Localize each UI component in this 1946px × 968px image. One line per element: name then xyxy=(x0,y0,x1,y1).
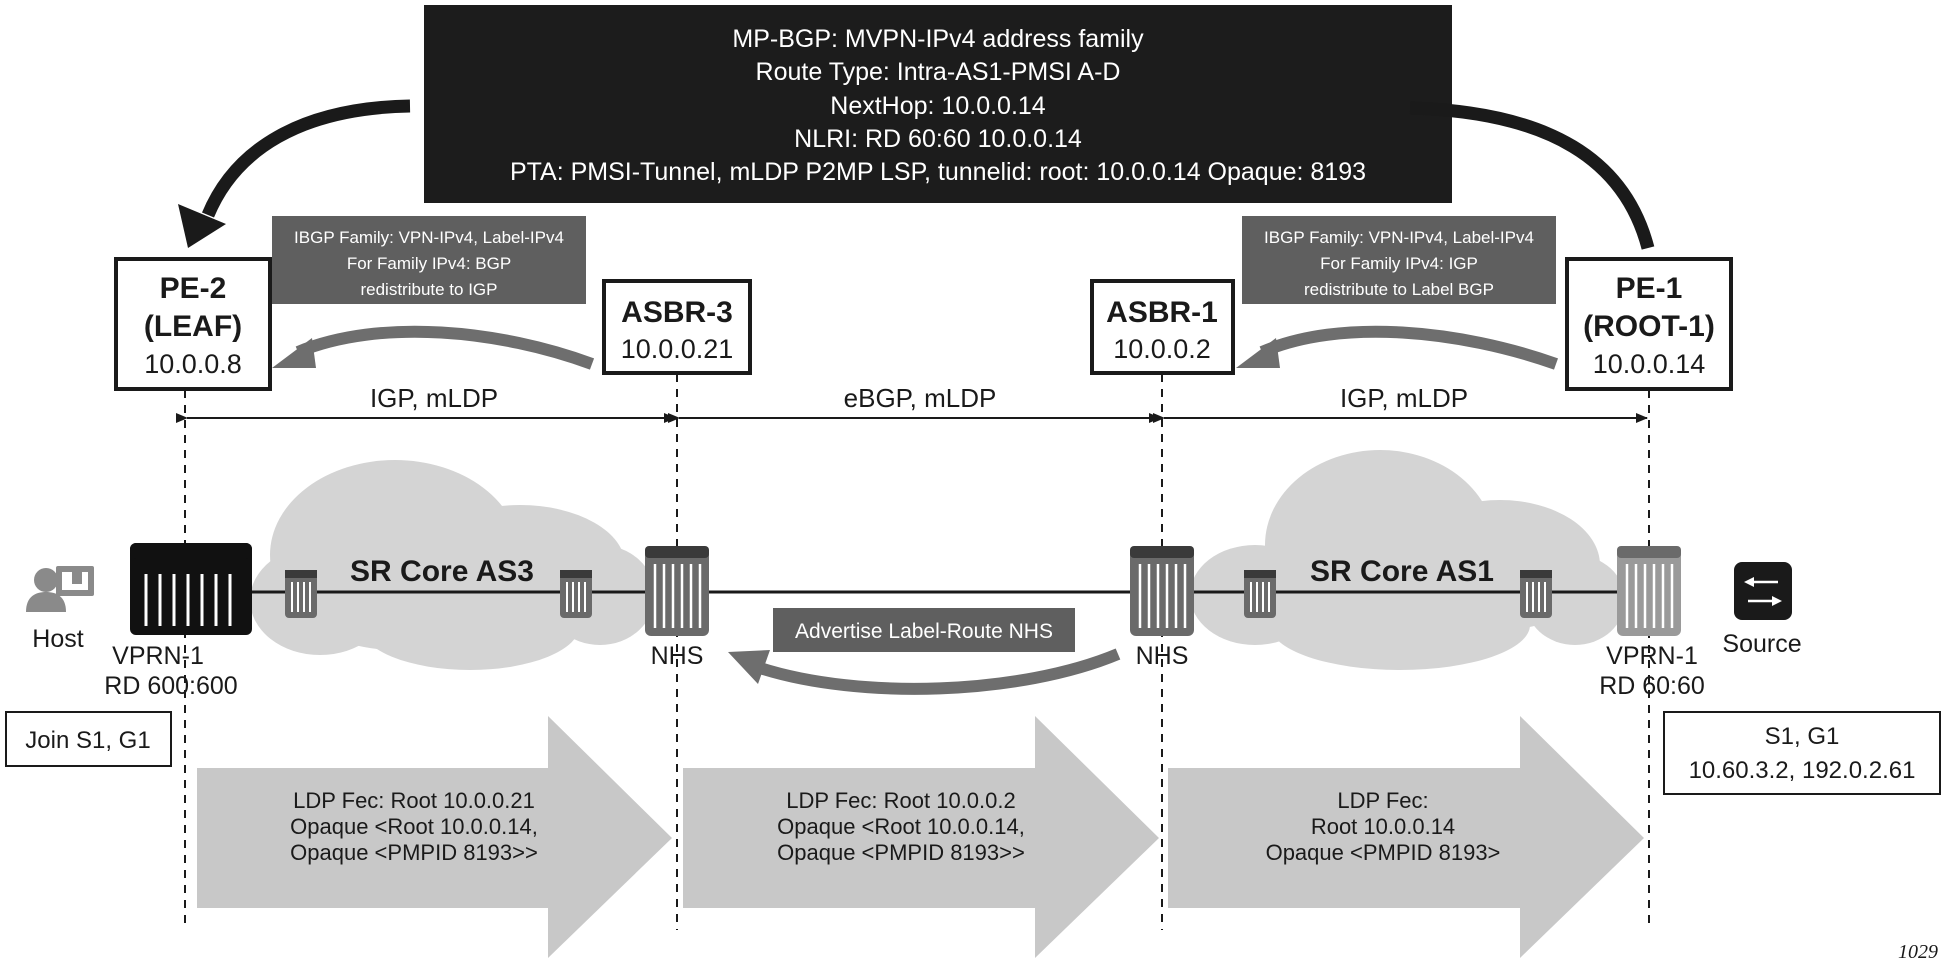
pe1-router-icon xyxy=(1617,546,1681,636)
source-switch-icon xyxy=(1734,562,1792,620)
vprn-right-rd: RD 60:60 xyxy=(1599,672,1705,700)
join-label: Join S1, G1 xyxy=(25,727,150,754)
bgp-advert-arrow-right xyxy=(1409,101,1655,250)
pe2-ip: 10.0.0.8 xyxy=(144,349,242,379)
segment-middle-label: eBGP, mLDP xyxy=(844,383,997,413)
fec-left-line-1: LDP Fec: Root 10.0.0.21 xyxy=(293,788,535,813)
fec-left-line-2: Opaque <Root 10.0.0.14, xyxy=(290,814,538,839)
core-router-icon-as3-right xyxy=(560,570,592,618)
ibgp-box-right xyxy=(1242,216,1556,304)
pe2-box xyxy=(114,257,272,391)
mp-bgp-line-4: NLRI: RD 60:60 10.0.0.14 xyxy=(794,125,1082,153)
fec-arrow-right xyxy=(1168,716,1644,958)
core-router-icon-as3-left xyxy=(285,570,317,618)
sg-line-1: S1, G1 xyxy=(1765,723,1840,750)
pe1-box xyxy=(1565,257,1733,391)
sg-box xyxy=(1663,711,1941,795)
nhs-left-label: NHS xyxy=(651,642,704,670)
pe2-name-line-2: (LEAF) xyxy=(144,310,242,343)
segment-left-label: IGP, mLDP xyxy=(370,383,498,413)
ibgp-left-line-3: redistribute to IGP xyxy=(360,280,497,299)
ibgp-right-line-1: IBGP Family: VPN-IPv4, Label-IPv4 xyxy=(1264,228,1534,247)
mp-bgp-line-3: NextHop: 10.0.0.14 xyxy=(830,92,1046,120)
fec-left-line-3: Opaque <PMPID 8193>> xyxy=(290,840,538,865)
redistribute-arrow-left xyxy=(272,325,595,370)
mp-bgp-box xyxy=(424,5,1452,203)
figure-number: 1029 xyxy=(1898,941,1938,963)
fec-middle-line-1: LDP Fec: Root 10.0.0.2 xyxy=(786,788,1016,813)
core-router-icon-as1-left xyxy=(1244,570,1276,618)
mp-bgp-line-5: PTA: PMSI-Tunnel, mLDP P2MP LSP, tunneli… xyxy=(510,158,1366,186)
pe2-router-icon xyxy=(130,543,252,635)
nhs-right-label: NHS xyxy=(1136,642,1189,670)
asbr1-router-icon xyxy=(1130,546,1194,636)
advertise-arrow xyxy=(728,648,1121,695)
fec-arrow-middle xyxy=(683,716,1159,958)
fec-right-line-3: Opaque <PMPID 8193> xyxy=(1266,840,1501,865)
fec-right-line-1: LDP Fec: xyxy=(1337,788,1428,813)
join-box xyxy=(5,711,172,767)
host-label: Host xyxy=(32,625,83,653)
ibgp-box-left xyxy=(272,216,586,304)
fec-middle-line-3: Opaque <PMPID 8193>> xyxy=(777,840,1025,865)
cloud-as1-label: SR Core AS1 xyxy=(1310,555,1494,588)
asbr3-router-icon xyxy=(645,546,709,636)
advertise-box xyxy=(773,608,1075,652)
core-router-icon-as1-right xyxy=(1520,570,1552,618)
vprn-left-name: VPRN-1 xyxy=(112,642,204,670)
asbr1-name: ASBR-1 xyxy=(1106,296,1218,329)
vprn-left-rd: RD 600:600 xyxy=(104,672,237,700)
pe1-name-line-1: PE-1 xyxy=(1616,272,1683,305)
mp-bgp-line-2: Route Type: Intra-AS1-PMSI A-D xyxy=(756,58,1121,86)
mp-bgp-line-1: MP-BGP: MVPN-IPv4 address family xyxy=(732,25,1144,53)
cloud-as3-label: SR Core AS3 xyxy=(350,555,534,588)
asbr3-name: ASBR-3 xyxy=(621,296,733,329)
segment-right-label: IGP, mLDP xyxy=(1340,383,1468,413)
source-label: Source xyxy=(1722,630,1801,658)
vprn-right-name: VPRN-1 xyxy=(1606,642,1698,670)
pe1-name-line-2: (ROOT-1) xyxy=(1583,310,1715,343)
bgp-advert-arrow-left xyxy=(178,99,411,248)
fec-right-line-2: Root 10.0.0.14 xyxy=(1311,814,1455,839)
pe2-name-line-1: PE-2 xyxy=(160,272,227,305)
ibgp-right-line-3: redistribute to Label BGP xyxy=(1304,280,1494,299)
asbr1-ip: 10.0.0.2 xyxy=(1113,334,1211,364)
sg-line-2: 10.60.3.2, 192.0.2.61 xyxy=(1689,757,1916,784)
asbr3-box xyxy=(602,279,752,375)
asbr1-box xyxy=(1090,279,1235,375)
fec-middle-line-2: Opaque <Root 10.0.0.14, xyxy=(777,814,1025,839)
asbr3-ip: 10.0.0.21 xyxy=(621,334,734,364)
ibgp-left-line-1: IBGP Family: VPN-IPv4, Label-IPv4 xyxy=(294,228,564,247)
redistribute-arrow-right xyxy=(1236,325,1559,370)
advertise-label: Advertise Label-Route NHS xyxy=(795,620,1053,643)
ibgp-right-line-2: For Family IPv4: IGP xyxy=(1320,254,1478,273)
fec-arrow-left xyxy=(197,716,672,958)
ibgp-left-line-2: For Family IPv4: BGP xyxy=(347,254,511,273)
pe1-ip: 10.0.0.14 xyxy=(1593,349,1706,379)
host-icon xyxy=(26,566,94,612)
